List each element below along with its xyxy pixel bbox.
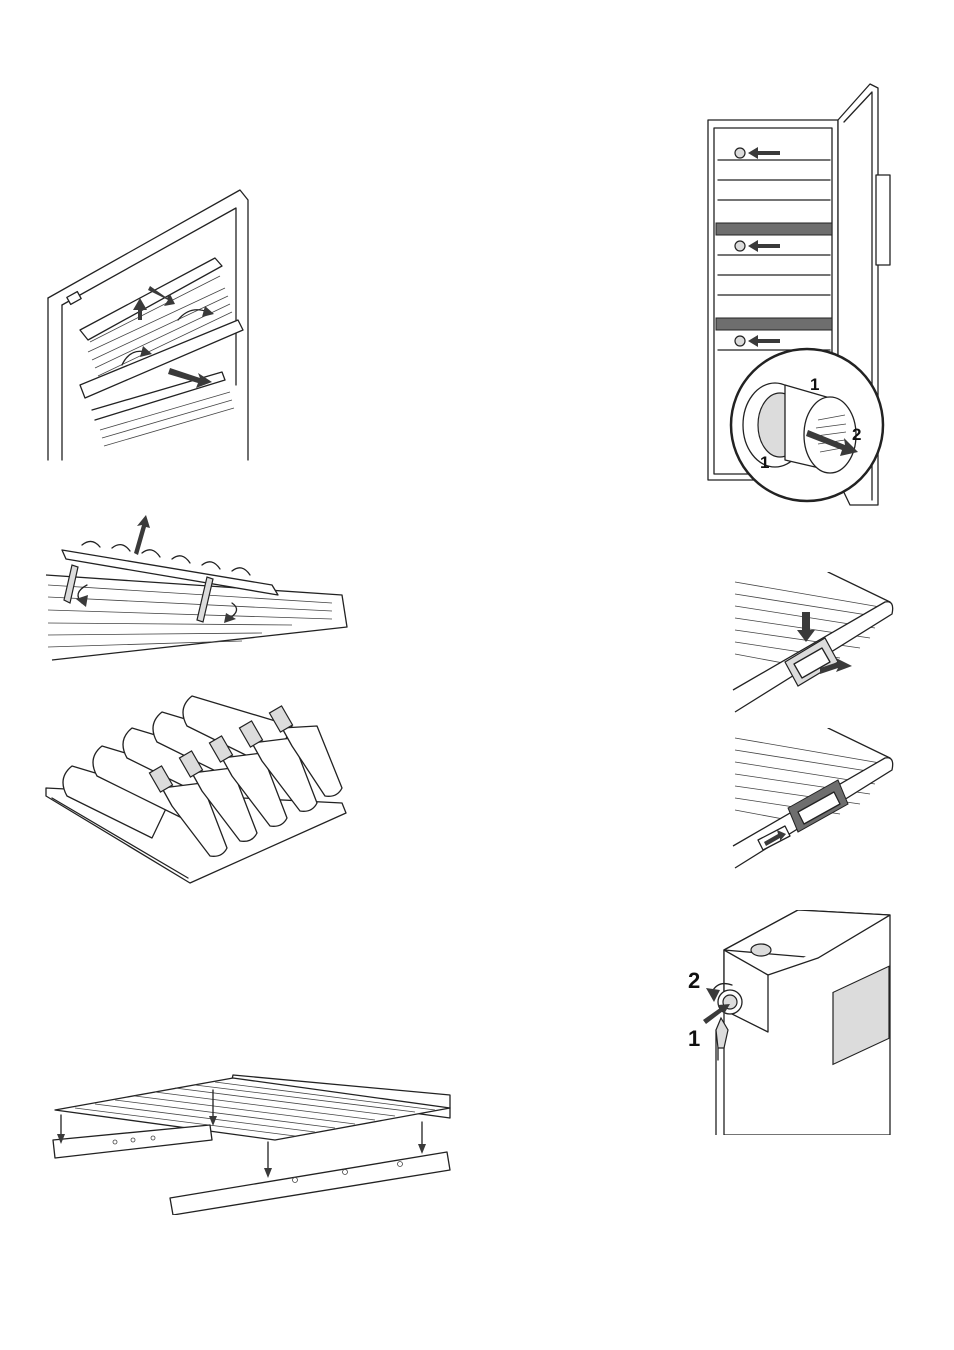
- callout-label-bottom: 1: [760, 453, 769, 472]
- figure-cabinet-filter: 1 1 2: [700, 80, 900, 510]
- figure-bottle-rack-loaded: [42, 688, 354, 886]
- figure-rail-clip-slide: [730, 728, 895, 871]
- figure-rail-clip-press: [730, 572, 895, 715]
- lock-label-lower: 1: [688, 1026, 700, 1051]
- callout-label-top: 1: [810, 375, 819, 394]
- figure-door-lock: 2 1: [688, 910, 896, 1135]
- callout-label-side: 2: [852, 425, 861, 444]
- lock-label-upper: 2: [688, 968, 700, 993]
- figure-shelf-rails: [45, 1070, 457, 1215]
- figure-bottle-rack-raise: [42, 515, 352, 663]
- figure-shelf-interior: [40, 180, 255, 465]
